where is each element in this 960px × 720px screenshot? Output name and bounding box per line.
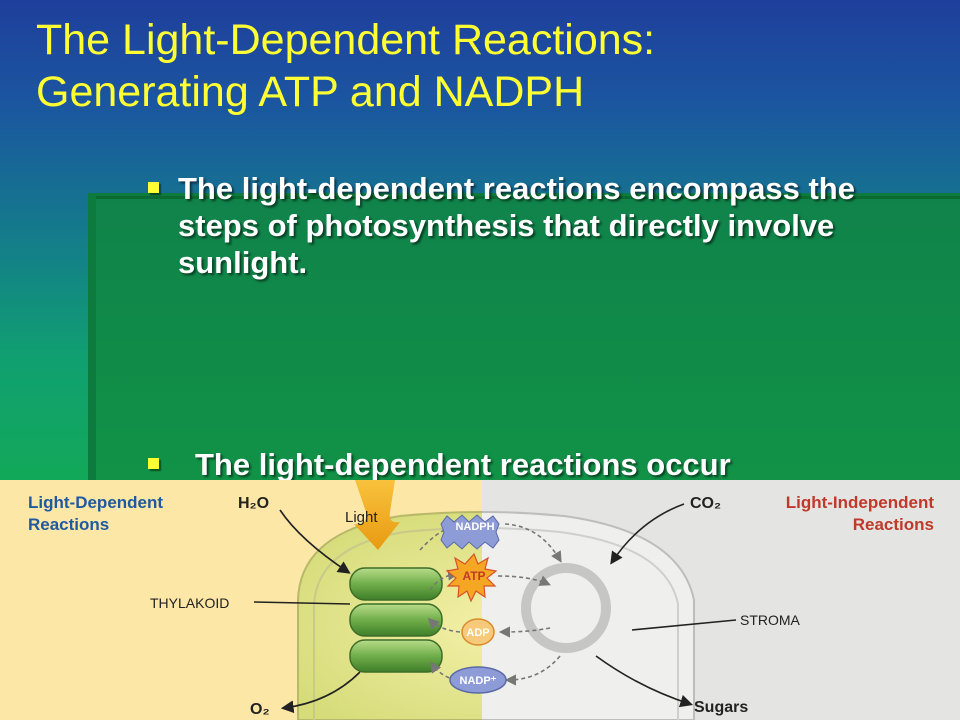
photosynthesis-diagram: NADPH ATP ADP NADP⁺ Light-Dependent Reac…: [0, 480, 960, 720]
co2-label: CO₂: [690, 495, 721, 512]
adp-badge: ADP: [461, 618, 495, 646]
light-label: Light: [345, 509, 378, 526]
thylakoid-label: THYLAKOID: [150, 595, 229, 611]
sugars-label: Sugars: [694, 699, 748, 716]
nadph-label: NADPH: [455, 521, 494, 533]
thylakoid-stack: [349, 567, 443, 673]
left-heading-line-1: Light-Dependent: [28, 493, 163, 512]
slide-title: The Light-Dependent Reactions: Generatin…: [36, 14, 655, 118]
h2o-label: H₂O: [238, 495, 269, 512]
stroma-label: STROMA: [740, 612, 801, 628]
light-arrow-icon: [354, 480, 400, 550]
title-line-2: Generating ATP and NADPH: [36, 68, 585, 116]
bullet-item-1: The light-dependent reactions encompass …: [148, 170, 908, 281]
calvin-cycle-icon: [521, 563, 611, 653]
bullet-item-2: The light-dependent reactions occur: [148, 446, 960, 483]
content-panel: [96, 196, 960, 495]
adp-label: ADP: [466, 627, 489, 639]
bullet-text-1: The light-dependent reactions encompass …: [178, 171, 855, 280]
bullet-text-2: The light-dependent reactions occur: [195, 447, 731, 482]
nadp-badge: NADP⁺: [449, 666, 507, 694]
atp-label: ATP: [462, 569, 485, 583]
atp-badge: ATP: [445, 552, 498, 603]
bullet-square-icon: [148, 458, 159, 469]
bullet-square-icon: [148, 182, 159, 193]
right-heading-line-1: Light-Independent: [786, 493, 935, 512]
left-heading-line-2: Reactions: [28, 515, 109, 534]
nadph-badge: NADPH: [440, 514, 500, 550]
right-heading-line-2: Reactions: [853, 515, 934, 534]
nadp-label: NADP⁺: [460, 675, 497, 687]
o2-label: O₂: [250, 701, 270, 718]
title-line-1: The Light-Dependent Reactions:: [36, 16, 656, 64]
